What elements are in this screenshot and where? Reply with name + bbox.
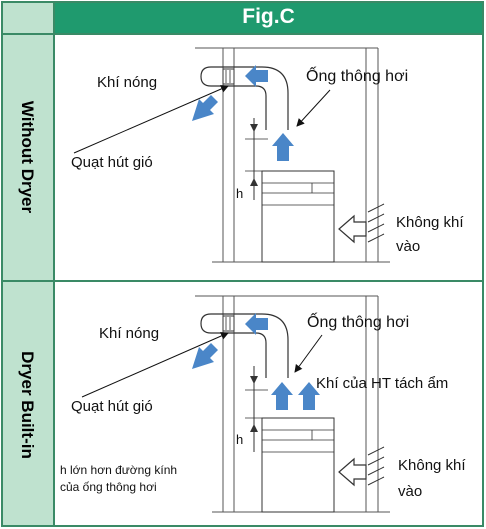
label-h-bottom: h: [236, 432, 244, 447]
label-air-in-top-line1: Không khí: [396, 214, 464, 231]
arrow-hot-air-out-bottom: [192, 343, 218, 369]
header-divider: [1, 33, 484, 35]
section-label-bar-top: Without Dryer: [1, 33, 53, 280]
diagram-without-dryer: [73, 47, 390, 263]
arrow-hot-air-out-top: [192, 95, 218, 121]
figure-title: Fig.C: [53, 1, 484, 33]
label-exhaust-fan-bottom: Quạt hút gió: [71, 398, 153, 415]
arrow-into-fan-top: [245, 65, 268, 87]
label-air-in-bottom-line1: Không khí: [398, 457, 466, 474]
vent-pipe-bottom: [211, 313, 289, 378]
label-hot-air-bottom: Khí nóng: [99, 325, 160, 342]
air-inlet-arrow-top: [338, 214, 367, 244]
exhaust-fan-box-top: [222, 68, 235, 85]
washer-top: [261, 170, 335, 263]
label-exhaust-fan-top: Quạt hút gió: [71, 154, 153, 171]
note-line1: h lớn hơn đường kính: [60, 463, 178, 477]
section-divider: [1, 280, 484, 282]
arrow-up-dryer-bottom: [298, 382, 320, 410]
vent-pipe-top: [211, 66, 289, 130]
label-dryer-air: Khí của HT tách ẩm: [316, 375, 449, 392]
label-h-top: h: [236, 186, 244, 201]
diagram-dryer-built-in: [81, 295, 390, 513]
arrow-up-pipe-top: [272, 133, 294, 161]
washer-bottom: [261, 417, 335, 513]
header-corner: [1, 1, 53, 33]
arrow-into-fan-bottom: [245, 313, 268, 335]
exhaust-fan-box-bottom: [222, 315, 235, 332]
section-label-bar-bottom: Dryer Built-in: [1, 282, 53, 527]
label-vent-pipe-top: Ống thông hơi: [306, 68, 409, 85]
label-air-in-bottom-line2: vào: [398, 483, 423, 500]
note-line2: của ống thông hơi: [60, 480, 157, 494]
arrow-up-pipe-bottom-left: [271, 382, 293, 410]
column-divider: [53, 1, 55, 527]
label-hot-air-top: Khí nóng: [97, 74, 158, 91]
air-inlet-arrow-bottom: [338, 457, 367, 487]
label-vent-pipe-bottom: Ống thông hơi: [307, 314, 410, 331]
label-air-in-top-line2: vào: [396, 238, 421, 255]
